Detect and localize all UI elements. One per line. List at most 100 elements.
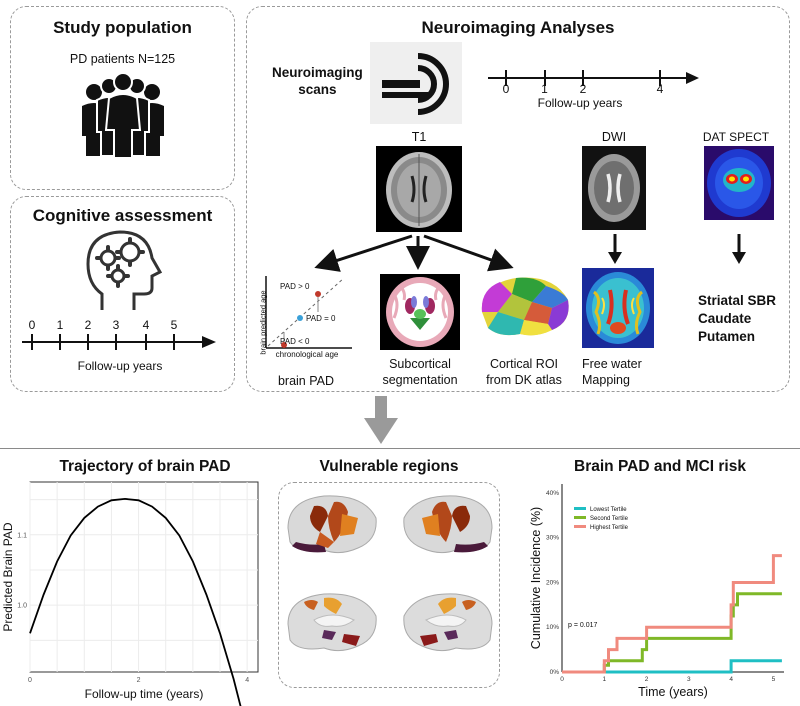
pad-schematic-plot xyxy=(265,276,352,349)
cognitive-tick-label: 4 xyxy=(142,318,150,332)
mci-x-tick: 4 xyxy=(729,676,733,683)
people-group-icon xyxy=(82,72,164,159)
vulnerable-regions-title: Vulnerable regions xyxy=(319,458,459,475)
mci-y-tick: 10% xyxy=(546,624,559,631)
subcortical-segmentation-image xyxy=(380,274,460,350)
vulnerable-regions-panel xyxy=(278,482,500,688)
mci-legend-label: Lowest Tertile xyxy=(590,507,627,513)
neuro-axis-label: Follow-up years xyxy=(537,96,623,110)
cognitive-tick-mark xyxy=(115,334,117,350)
mci-risk-title: Brain PAD and MCI risk xyxy=(574,458,746,475)
cortical-roi-label: Cortical ROI from DK atlas xyxy=(470,356,578,388)
mci-series-line xyxy=(562,592,782,674)
free-water-label-line2: Mapping xyxy=(582,373,630,387)
trajectory-curve xyxy=(29,497,242,706)
t1-mri-image xyxy=(376,146,462,232)
scans-label-line2: scans xyxy=(298,82,337,97)
neuro-timeline xyxy=(488,72,699,84)
study-population-title: Study population xyxy=(53,18,192,37)
mci-y-label: Cumulative Incidence (%) xyxy=(529,507,543,649)
cognitive-tick-mark xyxy=(145,334,147,350)
mci-x-tick: 5 xyxy=(772,676,776,683)
subcortical-label-line2: segmentation xyxy=(382,373,458,387)
subcortical-label-line1: Subcortical xyxy=(389,357,451,371)
free-water-map-image xyxy=(582,268,654,348)
striatal-sbr-line3: Putamen xyxy=(698,329,756,344)
mci-legend-swatch xyxy=(574,507,586,510)
mci-legend-swatch xyxy=(574,516,586,519)
neuro-tick-label: 1 xyxy=(541,82,548,96)
mci-x-tick: 2 xyxy=(645,676,649,683)
mci-legend-swatch xyxy=(574,525,586,528)
cognitive-tick-label: 5 xyxy=(170,318,178,332)
pad-negative-label: PAD < 0 xyxy=(280,337,310,346)
head-gears-icon xyxy=(86,230,163,310)
mci-x-tick: 0 xyxy=(560,676,564,683)
brain-lateral-right-image xyxy=(403,495,493,554)
cognitive-tick-mark xyxy=(31,334,33,350)
cortical-roi-label-line2: from DK atlas xyxy=(486,373,562,387)
mri-scanner-icon xyxy=(382,53,449,115)
cognitive-timeline xyxy=(22,336,216,348)
patients-count: PD patients N=125 xyxy=(69,52,176,66)
striatal-sbr-line1: Striatal SBR xyxy=(698,293,777,308)
brain-medial-left-image xyxy=(287,593,377,652)
neuro-tick-label: 4 xyxy=(656,82,664,96)
free-water-label: Free water Mapping xyxy=(570,356,678,388)
cognitive-tick-label: 1 xyxy=(56,318,64,332)
pad-plot-xlabel: chronological age xyxy=(275,350,339,359)
cognitive-tick-label: 3 xyxy=(112,318,120,332)
scans-label: Neuroimaging scans xyxy=(272,64,363,98)
neuroimaging-title: Neuroimaging Analyses xyxy=(421,18,615,37)
free-water-label-line1: Free water xyxy=(582,357,642,371)
trajectory-y-tick: 1.1 xyxy=(17,532,27,539)
trajectory-x-tick: 0 xyxy=(28,677,32,684)
mci-x-tick: 1 xyxy=(602,676,606,683)
dat-spect-label: DAT SPECT xyxy=(702,130,770,144)
trajectory-y-tick: 1.0 xyxy=(17,603,27,610)
mci-y-tick: 20% xyxy=(546,579,559,586)
brain-medial-right-image xyxy=(403,593,493,652)
cortical-roi-brain-image xyxy=(481,277,569,336)
neuro-tick-label: 2 xyxy=(579,82,587,96)
mci-x-label: Time (years) xyxy=(638,685,708,699)
section-divider xyxy=(0,448,800,449)
cognitive-tick-mark xyxy=(173,334,175,350)
cognitive-assessment-panel xyxy=(10,196,235,392)
mci-legend-label: Second Tertile xyxy=(590,516,629,522)
pad-positive-label: PAD > 0 xyxy=(280,282,310,291)
mci-x-tick: 3 xyxy=(687,676,691,683)
pad-zero-label: PAD = 0 xyxy=(306,314,336,323)
neuroimaging-panel xyxy=(246,6,790,392)
striatal-sbr-text: Striatal SBR Caudate Putamen xyxy=(698,292,776,346)
t1-arrows xyxy=(314,234,514,272)
mci-legend-label: Highest Tertile xyxy=(590,525,629,531)
dat-spect-image xyxy=(704,146,774,220)
cognitive-tick-label: 2 xyxy=(84,318,92,332)
mci-p-value: p = 0.017 xyxy=(568,622,597,629)
mci-series-line xyxy=(562,554,782,674)
striatal-sbr-line2: Caudate xyxy=(698,311,752,326)
neuro-tick-label: 0 xyxy=(502,82,510,96)
cognitive-assessment-title: Cognitive assessment xyxy=(32,206,213,225)
t1-label: T1 xyxy=(411,130,427,144)
study-population-panel xyxy=(10,6,235,190)
neuro-tick-mark xyxy=(582,70,584,86)
trajectory-x-tick: 2 xyxy=(137,677,141,684)
scans-label-line1: Neuroimaging xyxy=(272,65,363,80)
mci-y-tick: 30% xyxy=(546,535,559,542)
dat-arrow xyxy=(732,234,746,264)
cognitive-axis-label: Follow-up years xyxy=(77,359,163,373)
brain-lateral-left-image xyxy=(287,495,377,554)
mci-y-tick: 40% xyxy=(546,490,559,497)
brain-pad-label: brain PAD xyxy=(277,374,335,388)
mci-series-line xyxy=(562,659,782,674)
cognitive-tick-label: 0 xyxy=(28,318,36,332)
dwi-mri-image xyxy=(582,146,646,230)
trajectory-x-label: Follow-up time (years) xyxy=(85,687,204,701)
dwi-arrow xyxy=(608,234,622,264)
subcortical-label: Subcortical segmentation xyxy=(370,356,470,388)
neuro-tick-mark xyxy=(543,70,546,86)
